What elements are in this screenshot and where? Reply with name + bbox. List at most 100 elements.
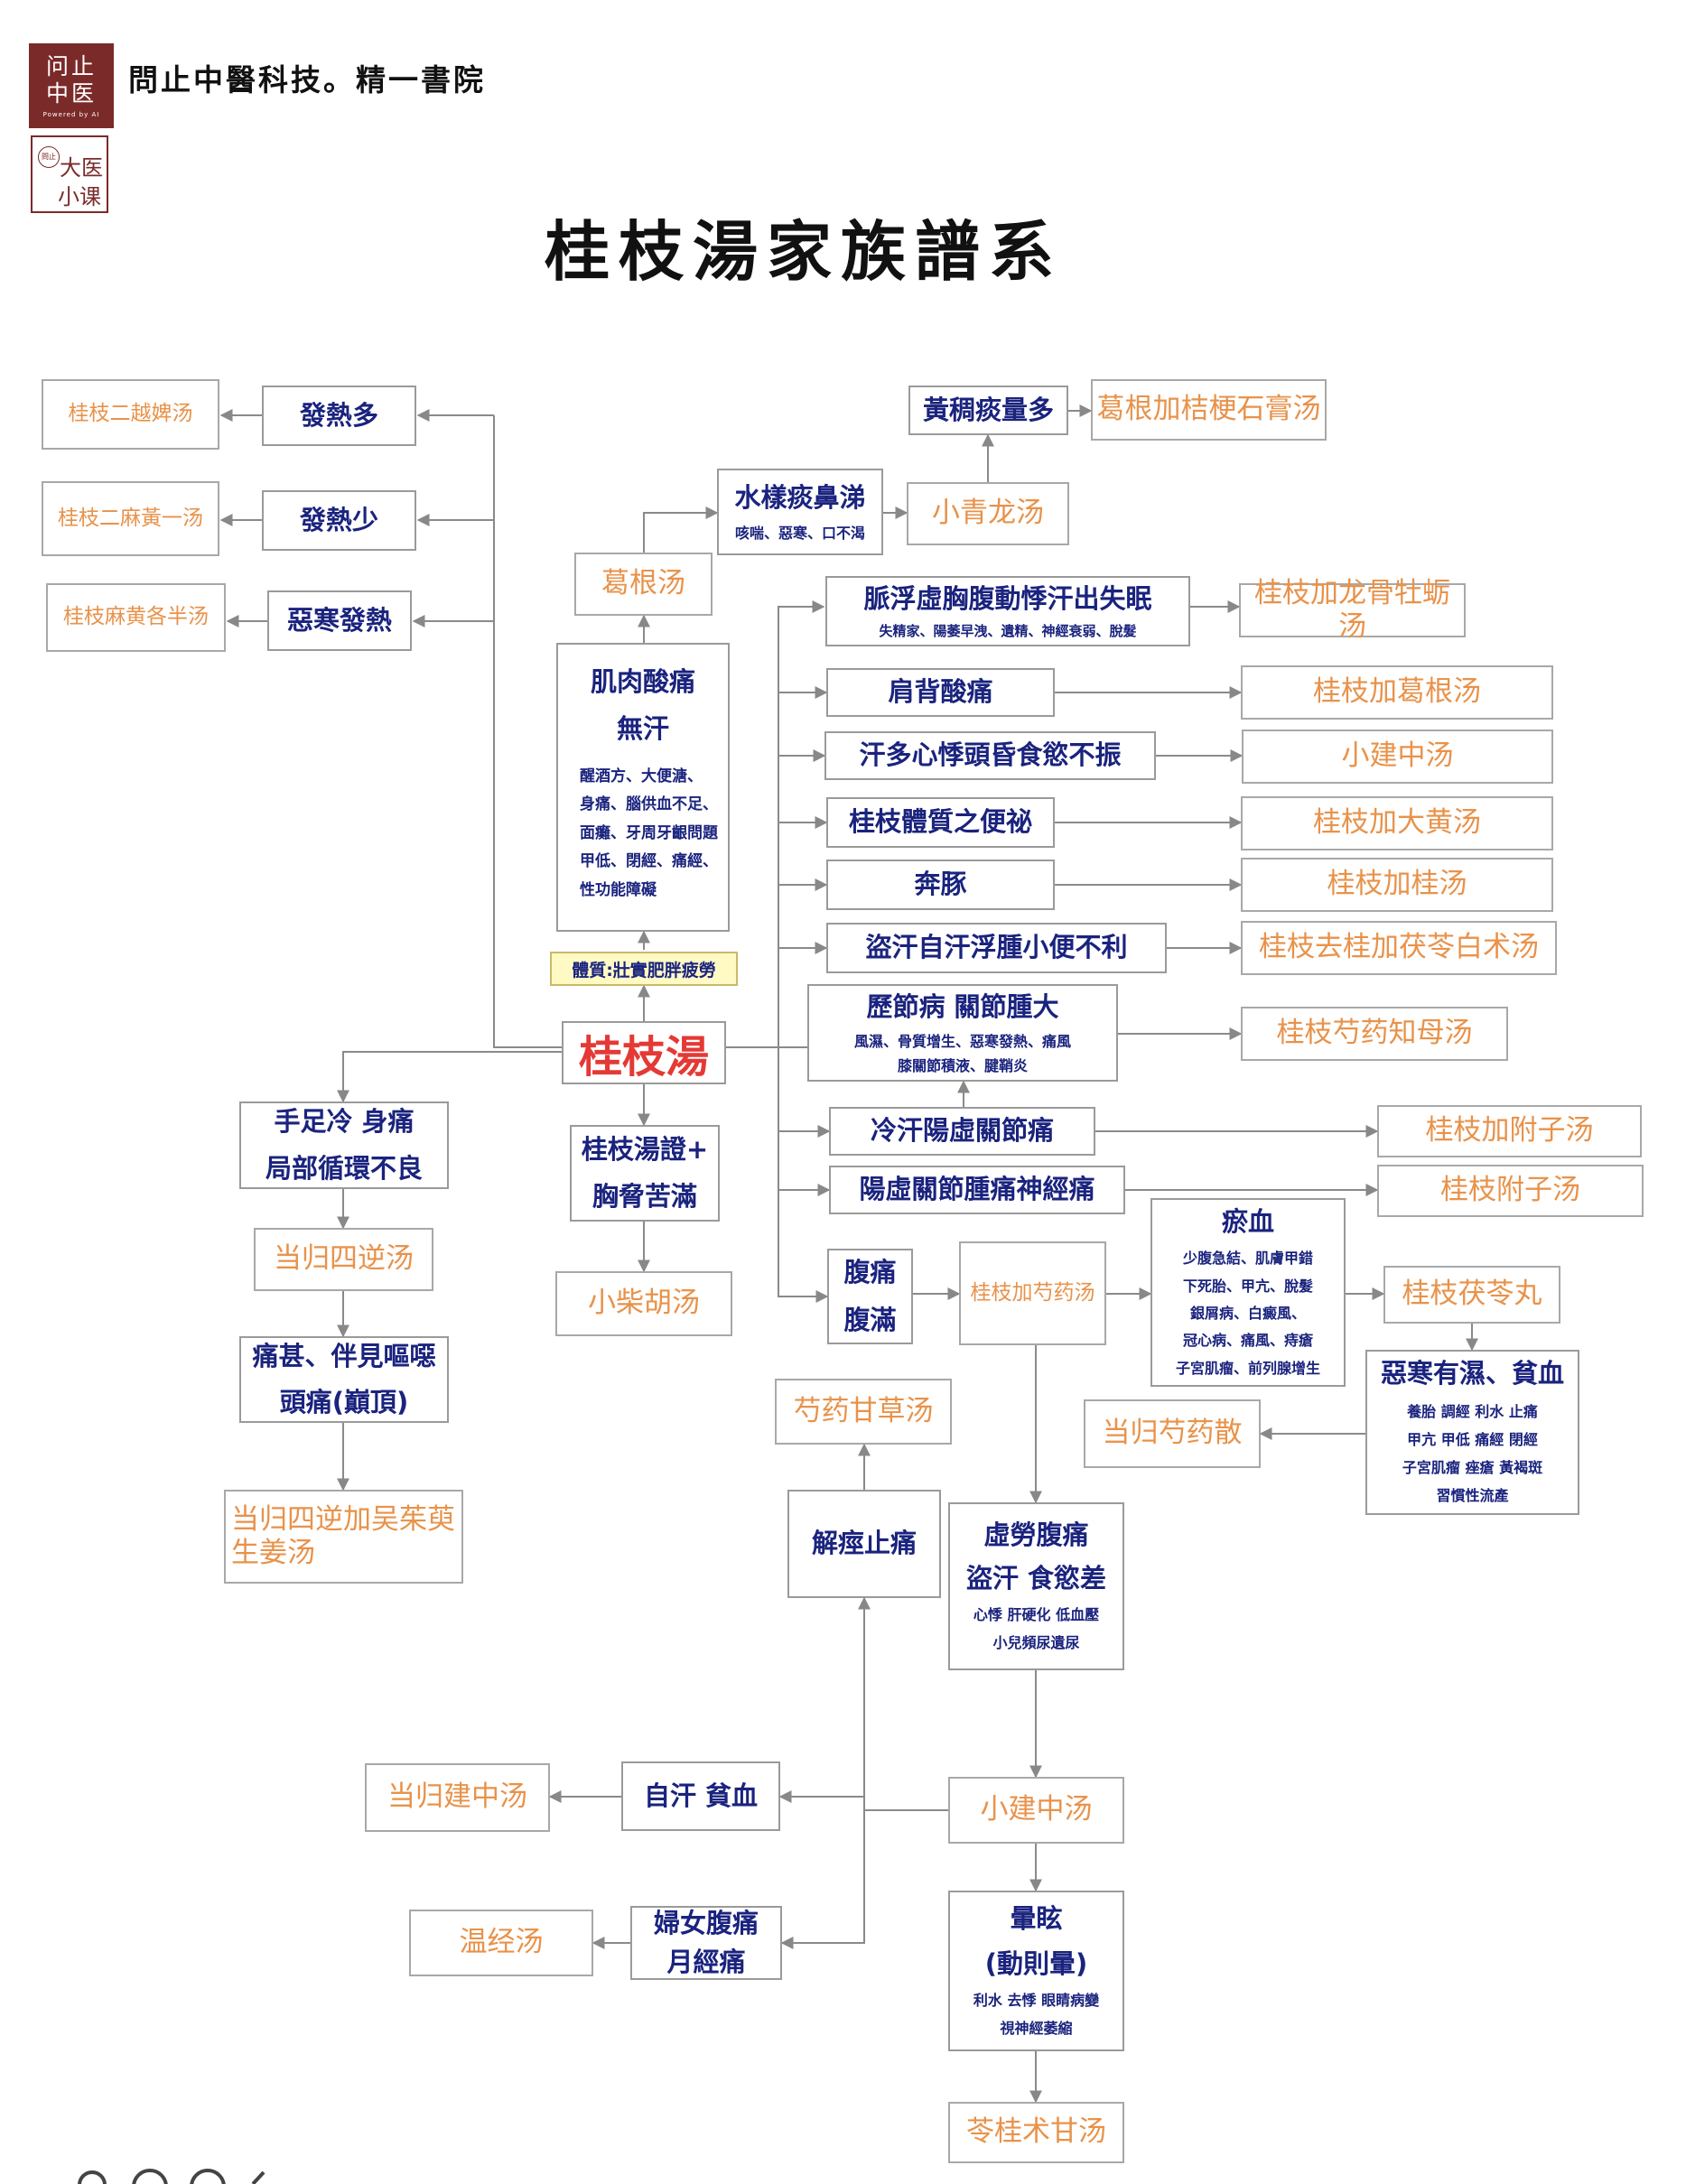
- rx-jia-fu-zi[interactable]: 桂枝加附子汤: [1377, 1105, 1642, 1157]
- node-deficiency-pain[interactable]: 虛勞腹痛 盜汗 食慾差 心悸 肝硬化 低血壓 小兒頻尿遺尿: [948, 1502, 1124, 1670]
- node-cold-damp-anemia[interactable]: 惡寒有濕、貧血 養胎 調經 利水 止痛 甲亢 甲低 痛經 閉經 子宮肌瘤 痤瘡 …: [1365, 1350, 1579, 1515]
- page-title: 桂枝湯家族譜系: [544, 213, 1063, 290]
- node-abdominal[interactable]: 腹痛 腹滿: [827, 1249, 913, 1344]
- node-night-sweat[interactable]: 盜汗自汗浮腫小便不利: [826, 923, 1167, 973]
- rx-jia-shao-yao[interactable]: 桂枝加芍药汤: [959, 1241, 1106, 1345]
- dizziness-detail: 視神經萎縮: [1000, 2019, 1073, 2037]
- course-logo[interactable]: 問止 大医 小课: [31, 135, 108, 213]
- logo-text-2: 中医: [45, 80, 97, 107]
- node-severe-pain[interactable]: 痛甚、伴見嘔噁 頭痛(巔頂): [239, 1336, 449, 1423]
- node-guizhi-tang[interactable]: 桂枝湯: [562, 1021, 726, 1084]
- node-yang-def-joint[interactable]: 陽虛關節腫痛神經痛: [829, 1166, 1125, 1214]
- node-floating-pulse[interactable]: 脈浮虛胸腹動悸汗出失眠 失精家、陽萎早洩、遺精、神經衰弱、脫髮: [825, 576, 1190, 646]
- node-constitution[interactable]: 體質:壯實肥胖疲勞: [550, 952, 738, 986]
- node-cold-limbs[interactable]: 手足冷 身痛 局部循環不良: [239, 1101, 449, 1189]
- rx-er-ma-huang-yi[interactable]: 桂枝二麻黃一汤: [42, 481, 219, 556]
- rx-jia-da-huang-label: 桂枝加大黄汤: [1313, 806, 1481, 840]
- rx-er-yue-bi[interactable]: 桂枝二越婢汤: [42, 379, 219, 450]
- rx-shao-yao-zhi-mu[interactable]: 桂枝芍药知母汤: [1241, 1007, 1508, 1061]
- node-cold-sweat[interactable]: 冷汗陽虛關節痛: [829, 1107, 1095, 1156]
- rx-xiao-qing-long-label: 小青龙汤: [932, 497, 1044, 530]
- brand-logo[interactable]: 问止 中医 Powered by AI: [29, 43, 114, 128]
- rx-xiao-chai-hu[interactable]: 小柴胡汤: [555, 1271, 732, 1336]
- node-dizziness[interactable]: 暈眩 (動則暈) 利水 去悸 眼睛病變 視神經萎縮: [948, 1891, 1124, 2051]
- node-chills-fever-label: 惡寒發熱: [286, 604, 392, 636]
- rx-ge-gen-jie-geng[interactable]: 葛根加桔梗石膏汤: [1091, 379, 1327, 441]
- rx-jia-ge-gen[interactable]: 桂枝加葛根汤: [1241, 665, 1553, 720]
- rx-ma-huang-ge-ban[interactable]: 桂枝麻黄各半汤: [46, 583, 226, 652]
- cold-limbs-line1: 手足冷 身痛: [274, 1106, 415, 1137]
- footer-decoration: [78, 2169, 265, 2184]
- node-constipation[interactable]: 桂枝體質之便祕: [826, 797, 1055, 848]
- dizziness-line2: (動則暈): [984, 1947, 1088, 1979]
- severe-pain-line2: 頭痛(巔頂): [279, 1387, 409, 1417]
- rx-ma-huang-ge-ban-label: 桂枝麻黄各半汤: [63, 605, 209, 629]
- constitution-label: 體質:壯實肥胖疲勞: [572, 960, 716, 980]
- node-chills-fever[interactable]: 惡寒發熱: [267, 590, 412, 651]
- rx-qu-gui-fu-ling-bai-zhu[interactable]: 桂枝去桂加茯苓白术汤: [1241, 921, 1557, 975]
- joint-swelling-sub1: 風濕、骨質增生、惡寒發熱、痛風: [853, 1032, 1071, 1050]
- node-fever-more-label: 發熱多: [299, 399, 378, 431]
- rx-jia-gui[interactable]: 桂枝加桂汤: [1241, 858, 1553, 912]
- node-muscle-ache[interactable]: 肌肉酸痛 無汗 醒酒方、大便溏、 身痛、腦供血不足、 面癱、牙周牙齦問題 甲低、…: [556, 643, 730, 932]
- rx-long-gu-mu-li-label: 桂枝加龙骨牡蛎汤: [1254, 576, 1450, 643]
- node-thick-phlegm[interactable]: 黃稠痰量多: [908, 386, 1068, 435]
- rx-wen-jing-label: 温经汤: [459, 1926, 544, 1959]
- node-sweat-palp[interactable]: 汗多心悸頭昏食慾不振: [824, 731, 1156, 780]
- joint-swelling-label: 歷節病 關節腫大: [866, 991, 1059, 1023]
- abdominal-line2: 腹滿: [843, 1305, 897, 1335]
- cold-limbs-line2: 局部循環不良: [265, 1152, 423, 1184]
- deficiency-pain-line1: 虛勞腹痛: [983, 1520, 1089, 1551]
- node-watery-phlegm[interactable]: 水樣痰鼻涕 咳喘、惡寒、口不渴: [717, 469, 883, 555]
- rx-dang-gui-si-ni[interactable]: 当归四逆汤: [254, 1228, 433, 1291]
- sweat-anemia-label: 自汗 貧血: [643, 1780, 759, 1811]
- rx-jia-gui-label: 桂枝加桂汤: [1327, 868, 1467, 901]
- brand-name: 問止中醫科技。精一書院: [128, 62, 486, 98]
- node-joint-swelling[interactable]: 歷節病 關節腫大 風濕、骨質增生、惡寒發熱、痛風 膝關節積液、腱鞘炎: [807, 984, 1118, 1082]
- rx-ge-gen[interactable]: 葛根汤: [574, 553, 713, 616]
- cold-damp-anemia-detail: 甲亢 甲低 痛經 閉經: [1407, 1431, 1538, 1449]
- node-fever-more[interactable]: 發熱多: [262, 386, 416, 446]
- deficiency-pain-detail: 小兒頻尿遺尿: [992, 1633, 1080, 1651]
- rx-dang-gui-shao-yao[interactable]: 当归芍药散: [1084, 1399, 1261, 1468]
- node-chest-fullness[interactable]: 桂枝湯證+ 胸脅苦滿: [570, 1125, 720, 1222]
- cold-damp-anemia-label: 惡寒有濕、貧血: [1380, 1358, 1564, 1389]
- rx-fu-zi[interactable]: 桂枝附子汤: [1377, 1165, 1644, 1217]
- rx-dang-gui-jian-zhong[interactable]: 当归建中汤: [365, 1763, 550, 1832]
- node-ben-tun[interactable]: 奔豚: [826, 860, 1055, 910]
- muscle-ache-line1: 肌肉酸痛: [590, 666, 695, 697]
- rx-xiao-jian-zhong-b[interactable]: 小建中汤: [948, 1777, 1124, 1844]
- rx-ge-gen-jie-geng-label: 葛根加桔梗石膏汤: [1096, 393, 1321, 426]
- node-spasm-pain[interactable]: 解痙止痛: [787, 1490, 941, 1598]
- rx-wen-jing[interactable]: 温经汤: [409, 1910, 593, 1976]
- seal-icon: 問止: [38, 146, 60, 168]
- logo-tagline: Powered by AI: [42, 111, 100, 118]
- floating-pulse-sub: 失精家、陽萎早洩、遺精、神經衰弱、脫髮: [879, 623, 1137, 639]
- rx-shao-yao-gan-cao[interactable]: 芍药甘草汤: [775, 1379, 952, 1445]
- link-main-to-coldlimbs: [337, 1051, 562, 1103]
- watery-phlegm-sub: 咳喘、惡寒、口不渴: [734, 525, 865, 543]
- rx-ling-gui-zhu-gan[interactable]: 苓桂术甘汤: [948, 2102, 1124, 2163]
- blood-stasis-detail: 少腹急結、肌膚甲錯: [1182, 1250, 1313, 1268]
- ben-tun-label: 奔豚: [914, 869, 967, 900]
- rx-jia-da-huang[interactable]: 桂枝加大黄汤: [1241, 796, 1553, 850]
- rx-fu-ling-wan[interactable]: 桂枝茯苓丸: [1383, 1266, 1560, 1324]
- muscle-ache-line2: 無汗: [616, 712, 669, 744]
- rx-er-ma-huang-yi-label: 桂枝二麻黃一汤: [58, 506, 203, 530]
- course-logo-text-2: 小课: [58, 184, 101, 209]
- node-sweat-anemia[interactable]: 自汗 貧血: [621, 1761, 780, 1831]
- node-blood-stasis[interactable]: 瘀血 少腹急結、肌膚甲錯 下死胎、甲亢、脫髮 銀屑病、白癜風、 冠心病、痛風、痔…: [1150, 1198, 1346, 1387]
- rx-xiao-qing-long[interactable]: 小青龙汤: [907, 482, 1069, 545]
- muscle-ache-detail: 性功能障礙: [580, 880, 657, 899]
- rx-si-ni-wu-zhu-yu[interactable]: 当归四逆加吴茱萸生姜汤: [224, 1490, 463, 1584]
- rx-xiao-jian-zhong-a[interactable]: 小建中汤: [1242, 730, 1553, 784]
- severe-pain-line1: 痛甚、伴見嘔噁: [252, 1340, 436, 1371]
- rx-fu-zi-label: 桂枝附子汤: [1440, 1174, 1580, 1207]
- blood-stasis-detail: 子宮肌瘤、前列腺增生: [1175, 1359, 1320, 1377]
- node-women-pain[interactable]: 婦女腹痛 月經痛: [630, 1906, 782, 1980]
- node-shoulder-back[interactable]: 肩背酸痛: [826, 668, 1055, 717]
- rx-long-gu-mu-li[interactable]: 桂枝加龙骨牡蛎汤: [1239, 577, 1466, 643]
- rx-ling-gui-zhu-gan-label: 苓桂术甘汤: [966, 2115, 1106, 2149]
- node-fever-less[interactable]: 發熱少: [262, 490, 416, 551]
